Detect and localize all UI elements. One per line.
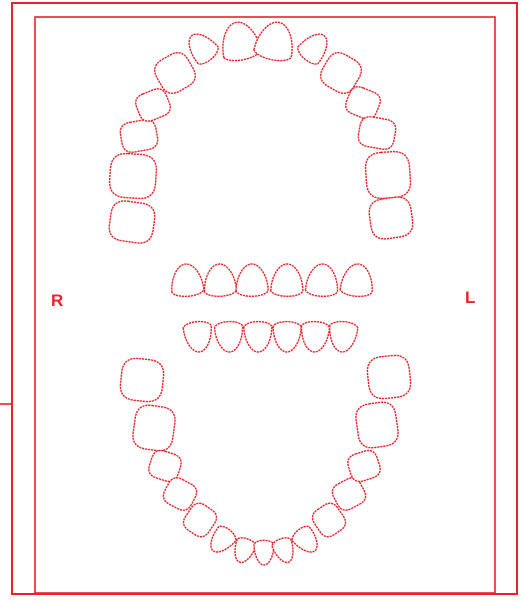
upper-tooth-12 <box>357 115 398 151</box>
lower-primary-tooth-4-outline <box>273 321 302 352</box>
upper-tooth-8-outline <box>253 18 298 63</box>
upper-primary-tooth-3 <box>236 264 269 297</box>
lower-primary-tooth-4 <box>273 321 302 352</box>
lower-primary-row <box>183 320 358 353</box>
upper-primary-tooth-6-outline <box>340 263 375 298</box>
lower-tooth-14-outline <box>354 400 400 449</box>
upper-tooth-13 <box>364 151 411 200</box>
lower-primary-tooth-5-outline <box>300 321 330 353</box>
lower-tooth-15-outline <box>366 354 412 400</box>
upper-primary-tooth-1 <box>170 263 205 298</box>
lower-tooth-1 <box>119 357 165 403</box>
lower-permanent-arch <box>119 354 412 566</box>
lower-primary-tooth-6-outline <box>328 320 359 353</box>
lower-tooth-14 <box>354 400 400 449</box>
lower-tooth-8-outline <box>254 540 274 565</box>
lower-tooth-8 <box>254 540 274 565</box>
upper-tooth-13-outline <box>364 151 411 200</box>
upper-tooth-3-outline <box>119 118 160 154</box>
patient-left-label: L <box>465 289 475 306</box>
upper-tooth-2 <box>109 152 158 199</box>
upper-primary-tooth-4-outline <box>271 264 304 297</box>
upper-tooth-8 <box>253 18 298 63</box>
upper-primary-tooth-6 <box>340 263 375 298</box>
upper-tooth-3 <box>119 118 160 154</box>
upper-tooth-12-outline <box>357 115 398 151</box>
lower-tooth-1-outline <box>119 357 165 403</box>
chart-frame <box>0 3 517 594</box>
upper-primary-tooth-5 <box>305 263 339 297</box>
upper-tooth-7-outline <box>217 18 262 63</box>
upper-primary-tooth-2 <box>203 263 237 297</box>
upper-permanent-arch <box>107 18 414 244</box>
lower-primary-tooth-1 <box>183 320 214 353</box>
lower-primary-tooth-2-outline <box>214 321 244 353</box>
outer-border <box>12 3 517 594</box>
lower-primary-tooth-3 <box>244 321 273 352</box>
lower-primary-tooth-1-outline <box>183 320 214 353</box>
upper-tooth-7 <box>217 18 262 63</box>
upper-primary-tooth-1-outline <box>170 263 205 298</box>
upper-tooth-2-outline <box>109 152 158 199</box>
upper-primary-row <box>170 263 375 298</box>
upper-tooth-1 <box>107 199 156 245</box>
upper-primary-tooth-3-outline <box>236 264 269 297</box>
upper-tooth-1-outline <box>107 199 156 245</box>
upper-primary-tooth-2-outline <box>203 263 237 297</box>
upper-primary-tooth-4 <box>271 264 304 297</box>
upper-tooth-14 <box>367 195 414 240</box>
upper-primary-tooth-5-outline <box>305 263 339 297</box>
upper-tooth-14-outline <box>367 195 414 240</box>
lower-primary-tooth-6 <box>328 320 359 353</box>
lower-tooth-2 <box>131 403 177 452</box>
inner-border <box>35 17 495 593</box>
lower-tooth-2-outline <box>131 403 177 452</box>
lower-primary-tooth-5 <box>300 321 330 353</box>
lower-tooth-15 <box>366 354 412 400</box>
patient-right-label: R <box>51 292 63 309</box>
lower-primary-tooth-3-outline <box>244 321 273 352</box>
lower-primary-tooth-2 <box>214 321 244 353</box>
